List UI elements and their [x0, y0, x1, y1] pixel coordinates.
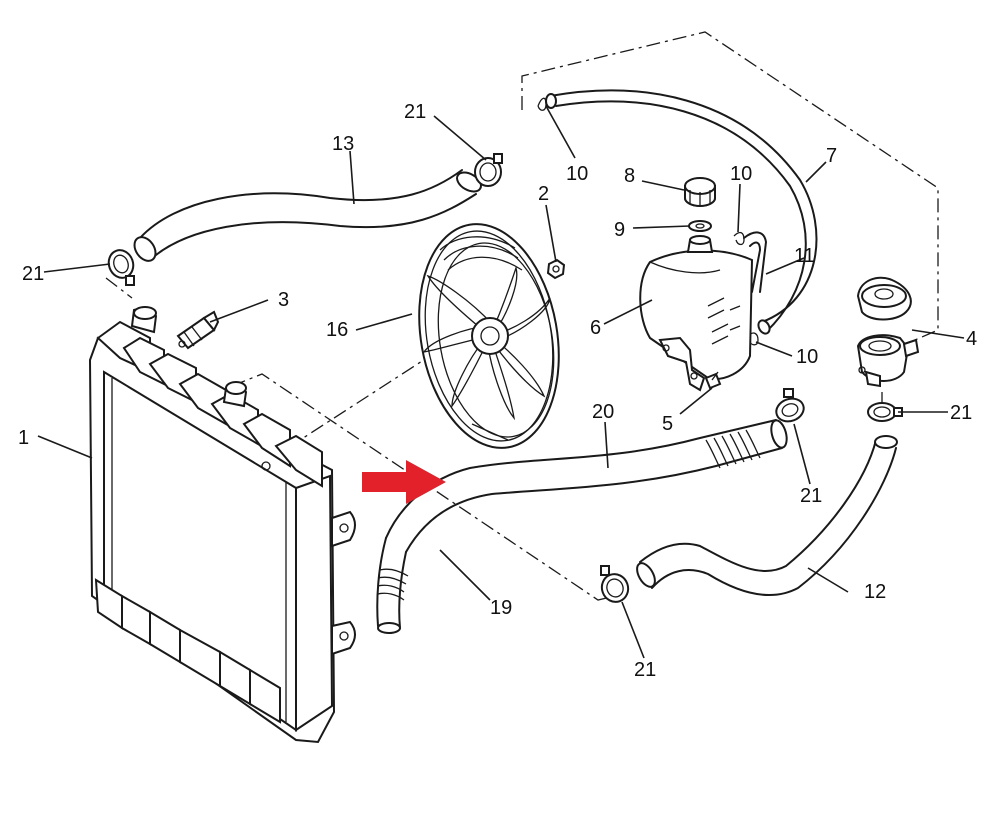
- filler-neck: [856, 334, 920, 388]
- callout-3: 3: [278, 289, 289, 311]
- callout-10-mid: 10: [730, 163, 752, 185]
- callout-9: 9: [614, 219, 625, 241]
- callout-20: 20: [592, 401, 614, 423]
- callout-11: 11: [794, 245, 815, 267]
- radiator-bottom-tank: [94, 578, 281, 724]
- callout-16: 16: [326, 319, 348, 341]
- callout-21-upper-right: 21: [404, 101, 426, 123]
- reservoir-pipe: [743, 231, 767, 293]
- hose-clamp-lower-right-b: [867, 402, 903, 422]
- cooling-fan: [418, 223, 560, 449]
- bracket-bolt: [704, 371, 722, 390]
- callout-21-bottom: 21: [634, 659, 656, 681]
- callout-13: 13: [332, 133, 354, 155]
- callout-4: 4: [966, 328, 977, 350]
- callout-8: 8: [624, 165, 635, 187]
- hose-19-ribs: [377, 568, 409, 601]
- callout-19: 19: [490, 597, 512, 619]
- radiator: [88, 306, 356, 744]
- leader-lines: [37, 105, 965, 659]
- cap-washer: [688, 220, 712, 232]
- callout-10-bottom: 10: [796, 346, 818, 368]
- callout-2: 2: [538, 183, 549, 205]
- upper-hose: [133, 169, 482, 262]
- hose-clamp-upper-left: [107, 249, 135, 286]
- spring-clip-mid: [733, 231, 745, 246]
- callout-10-top: 10: [566, 163, 588, 185]
- callout-7: 7: [826, 145, 837, 167]
- radiator-cap: [856, 276, 912, 321]
- hose-clamp-upper-right: [474, 153, 503, 187]
- callout-6: 6: [590, 317, 601, 339]
- coolant-hose-19: [376, 537, 409, 634]
- spring-clip-top: [537, 97, 547, 111]
- hose-clamp-lower-right-a: [775, 388, 805, 423]
- red-indicator-arrow: [362, 460, 446, 504]
- radiator-top-tank: [96, 320, 323, 488]
- callout-5: 5: [662, 413, 673, 435]
- nut: [546, 258, 566, 280]
- callout-21-mid: 21: [800, 485, 822, 507]
- callout-1: 1: [18, 427, 29, 449]
- reservoir-cap: [684, 177, 716, 207]
- callout-12: 12: [864, 581, 886, 603]
- fan-blades: [422, 265, 551, 421]
- hose-clamp-bottom: [600, 565, 630, 603]
- spring-clip-bottom: [747, 332, 759, 346]
- overflow-hose: [545, 89, 818, 335]
- coolant-reservoir: [639, 235, 754, 392]
- temperature-sensor: [176, 310, 220, 350]
- hose-20-ribs: [705, 429, 761, 469]
- callout-labels: 1 2 3 4 5 6 7 8 9 10 10 10 11 12 13 16 1…: [18, 101, 977, 681]
- callout-21-right: 21: [950, 402, 972, 424]
- lower-hose: [636, 435, 898, 596]
- coolant-hose-20: [385, 419, 788, 553]
- callout-21-upper-left: 21: [22, 263, 44, 285]
